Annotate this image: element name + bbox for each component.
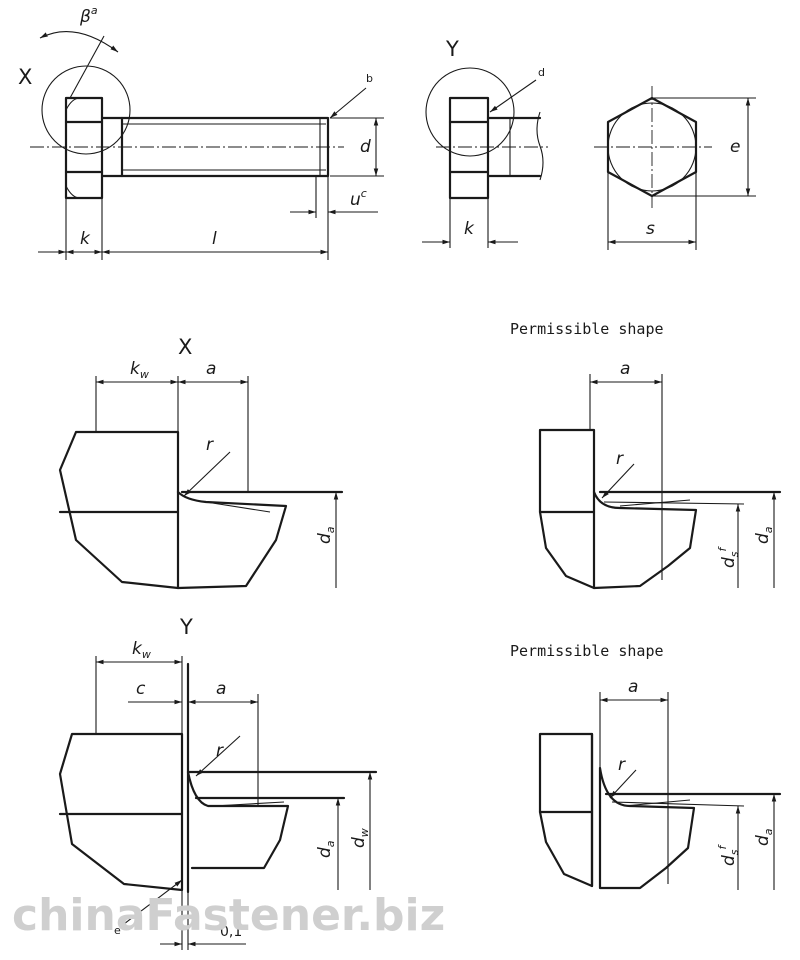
detail-x: X kw a r da [58,335,344,590]
dim-k-y: k [464,219,475,239]
head-view-y: Y d k [422,37,548,248]
dim-d: d [360,137,371,157]
dim-da-x: da [315,526,337,544]
dim-ds-p2: dsf [716,843,741,866]
detail-x-circle [41,65,131,155]
dim-da-y: da [315,840,337,858]
beta-arc [39,31,119,53]
dim-r-p1: r [616,449,624,469]
dim-k: k [80,229,91,249]
beta-label: βa [79,4,98,27]
note-e: e [114,924,121,937]
dim-a-y: a [216,679,226,699]
note-d: d [538,66,545,79]
dim-r-p2: r [618,755,626,775]
dim-r-x: r [206,435,214,455]
dim-a-p1: a [620,359,630,379]
dim-a-x: a [206,359,216,379]
dim-da-p2: da [753,828,775,846]
detail-y-title: Y [179,615,193,639]
permissible-shape-2: Permissible shape a r dsf da [510,642,782,890]
caption-2: Permissible shape [510,642,664,660]
dim-kw-x: kw [130,359,149,381]
detail-x-title: X [178,335,192,359]
dim-tolerance: 0,1 [220,924,242,940]
note-b: b [366,72,373,85]
view-label-x: X [18,65,32,89]
dim-e: e [730,137,740,157]
bolt-head [64,96,104,200]
view-label-y: Y [445,37,459,61]
dim-l: l [212,229,217,249]
dim-s: s [646,219,655,239]
dim-r-y: r [216,741,224,761]
dim-kw-y: kw [132,639,151,661]
dim-u: uc [350,187,367,210]
detail-y: Y kw c a r da dw 0,1 e [58,615,378,950]
dim-a-p2: a [628,677,638,697]
watermark: chinaFastener.biz [12,890,445,941]
beta-leader [69,35,105,99]
hex-end-view: e s [594,86,756,250]
permissible-shape-1: Permissible shape a r dsf da [510,320,782,590]
dim-dw: dw [349,828,371,848]
dim-c: c [136,679,146,699]
side-view: X βa b d uc [18,4,384,260]
dim-da-p1: da [753,526,775,544]
caption-1: Permissible shape [510,320,664,338]
detail-y-circle [425,67,515,157]
dim-ds-p1: dsf [716,545,741,568]
